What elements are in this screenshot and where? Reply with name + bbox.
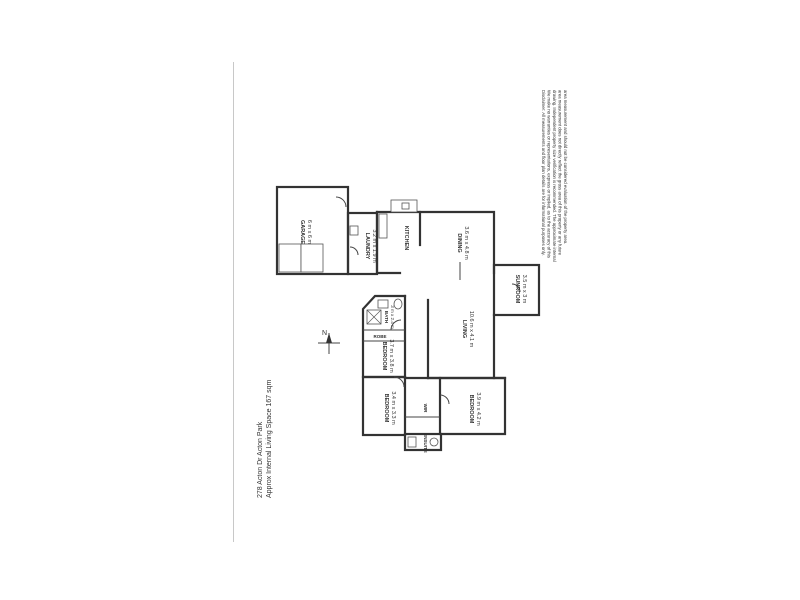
sunroom-door-swing	[511, 283, 521, 293]
living-size: 10.6 m x 4.1 m	[468, 311, 474, 348]
bedroom2-door-swing	[393, 376, 405, 388]
living-name: LIVING	[461, 320, 467, 338]
bedroom1-size: 3.7 m x 3.8 m	[388, 339, 394, 373]
kitchen-label: KITCHEN	[403, 226, 409, 250]
living-right-wall	[492, 313, 507, 380]
living-label: LIVING 10.6 m x 4.1 m	[461, 311, 474, 348]
sunroom-name: SUNROOM	[514, 275, 520, 304]
bedroom3-size: 3.9 m x 4.2 m	[475, 392, 481, 426]
ensuite-walls	[403, 432, 443, 452]
bedroom1-name: BEDROOM	[381, 342, 387, 371]
laundry-name: LAUNDRY	[364, 233, 370, 260]
kitchen-sink	[401, 202, 410, 210]
ensuite-label: ENSUITE	[423, 433, 428, 453]
vanity	[377, 299, 389, 309]
bedroom2-walls	[361, 375, 407, 437]
ensuite-shower	[407, 436, 417, 448]
dining-size: 3.6 m x 4.8 m	[463, 226, 469, 260]
laundry-size: 3.2 m x 1.9 m	[371, 229, 377, 263]
bath-size: 3 m x 2.4 m	[390, 305, 395, 329]
bath-label: BATH 3 m x 2.4 m	[384, 305, 395, 329]
disclaimer-line: Disclaimer: All measurements and floor p…	[541, 90, 546, 256]
bedroom3-outer-wall	[403, 376, 507, 436]
kitchen-name: KITCHEN	[403, 226, 409, 250]
page-margin-line	[233, 62, 234, 542]
shower-hatch	[366, 309, 382, 325]
compass-north-arrow	[326, 333, 332, 343]
property-address: 278 Acton Dr Acton Park	[257, 421, 264, 498]
bath-name: BATH	[384, 311, 389, 323]
toilet	[393, 298, 403, 310]
wir-label: WIR	[423, 404, 428, 413]
bedroom2-label: BEDROOM 3.4 m x 3.3 m	[383, 391, 396, 425]
ensuite-toilet	[429, 437, 439, 447]
kitchen-dining-top-wall	[375, 210, 496, 275]
garage-door-panel	[300, 243, 324, 273]
disclaimer-line: area measurement does not directly refle…	[558, 90, 563, 256]
bedroom2-size: 3.4 m x 3.3 m	[390, 391, 396, 425]
ensuite-name: ENSUITE	[423, 433, 428, 453]
bedroom2-name: BEDROOM	[383, 394, 389, 423]
garage-size: 6 m x 6 m	[306, 220, 312, 245]
walls	[275, 185, 541, 452]
laundry-label: LAUNDRY 3.2 m x 1.9 m	[364, 229, 377, 263]
disclaimer-line: drawing. Independent property size verif…	[552, 90, 557, 262]
kitchen-left-wall	[375, 210, 402, 275]
sunroom-walls	[492, 263, 541, 317]
bath-door-swing	[390, 319, 402, 331]
laundry-tub	[349, 225, 359, 236]
kitchen-counter	[378, 213, 388, 239]
fixtures	[278, 196, 521, 448]
compass-north-label: N	[322, 330, 327, 337]
disclaimer-line: area measurement and should not be consi…	[563, 90, 568, 244]
disclaimer: Disclaimer: All measurements and floor p…	[541, 90, 568, 262]
bedroom3-name: BEDROOM	[468, 395, 474, 424]
garage-name: GARAGE	[299, 220, 305, 244]
garage-door-panel	[278, 243, 302, 273]
property-area: Approx Internal Living Space 167 sqm	[266, 380, 273, 498]
garage-label: GARAGE 6 m x 6 m	[299, 220, 312, 245]
wir-name: WIR	[423, 404, 428, 413]
sunroom-size: 3.5 m x 3 m	[521, 275, 527, 304]
bedroom3-door-swing	[439, 394, 450, 405]
sunroom-label: SUNROOM 3.5 m x 3 m	[514, 275, 527, 304]
bedroom1-label: BEDROOM 3.7 m x 3.8 m	[381, 339, 394, 373]
robe-label: ROBE	[373, 334, 386, 339]
disclaimer-line: We make no warranties or representations…	[547, 90, 552, 258]
laundry-door-swing	[349, 246, 359, 256]
compass-rose: N	[318, 330, 340, 354]
dining-label: DINING 3.6 m x 4.8 m	[456, 226, 469, 260]
garage-door-swing	[335, 196, 347, 208]
property-info: 278 Acton Dr Acton Park Approx Internal …	[257, 380, 273, 498]
robe-name: ROBE	[373, 334, 386, 339]
bedroom3-label: BEDROOM 3.9 m x 4.2 m	[468, 392, 481, 426]
room-labels: GARAGE 6 m x 6 m LAUNDRY 3.2 m x 1.9 m K…	[299, 220, 527, 453]
dining-name: DINING	[456, 233, 462, 252]
